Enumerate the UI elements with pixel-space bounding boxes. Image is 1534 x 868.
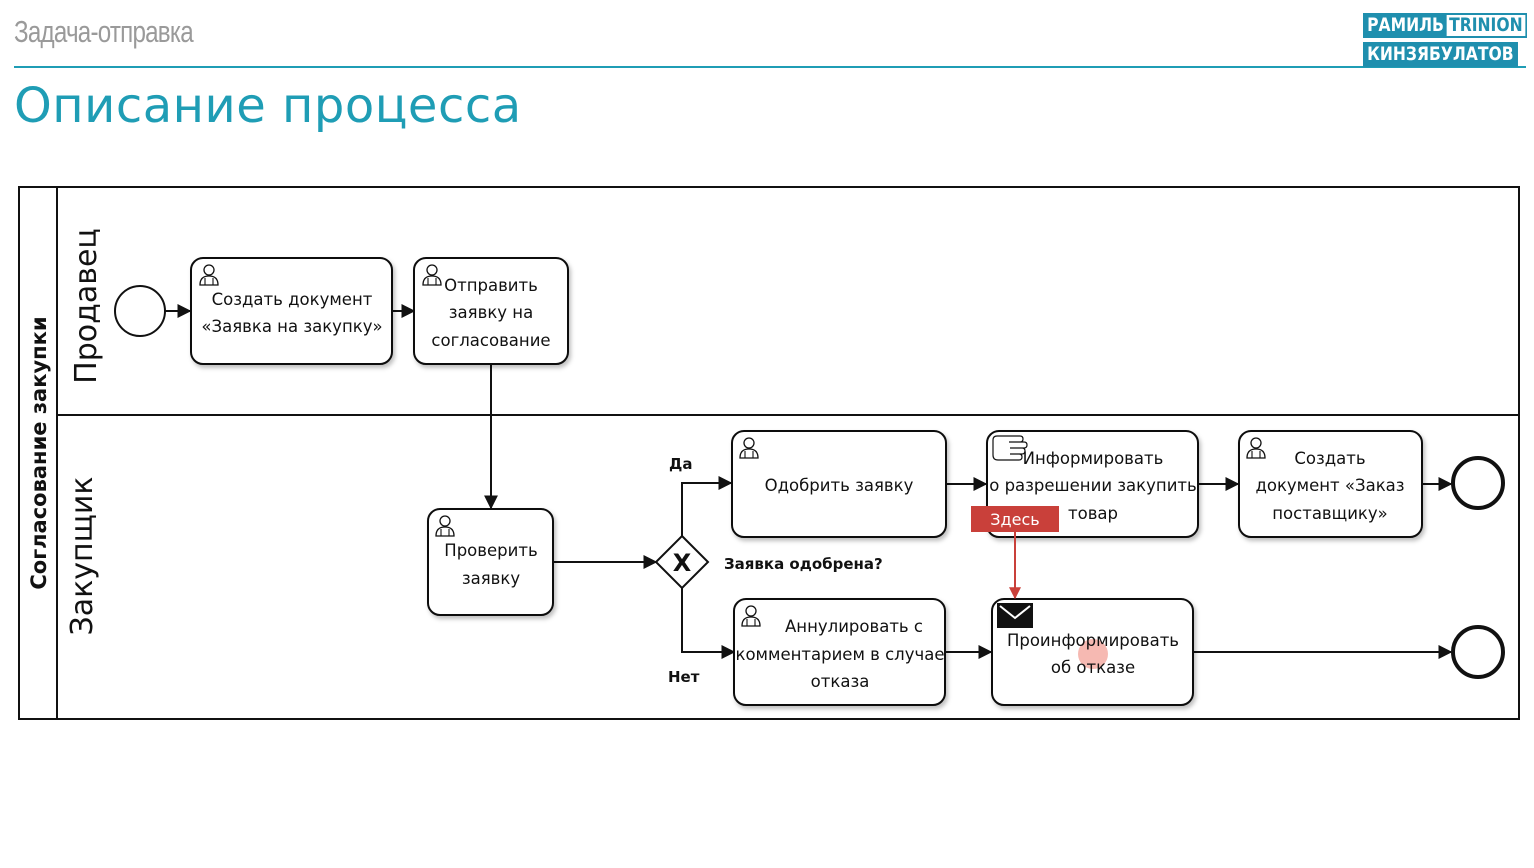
logo-line-1: РАМИЛЬ TRINION — [1363, 13, 1534, 38]
start-event — [114, 285, 166, 337]
logo-name: РАМИЛЬ — [1363, 13, 1449, 38]
end-event-rejected — [1451, 625, 1505, 679]
header-divider — [14, 66, 1526, 68]
svg-text:Одобрить заявку: Одобрить заявку — [765, 476, 914, 495]
logo-surname: КИНЗЯБУЛАТОВ — [1363, 42, 1518, 67]
end-event-approved — [1451, 456, 1505, 510]
svg-text:поставщику»: поставщику» — [1272, 504, 1388, 523]
task-check-request: Проверить заявку — [427, 508, 554, 616]
send-message-envelope-icon — [997, 603, 1033, 628]
gateway-question: Заявка одобрена? — [724, 555, 883, 573]
author-logo: РАМИЛЬ TRINION КИНЗЯБУЛАТОВ — [1363, 13, 1528, 67]
annotation-here: Здесь — [971, 506, 1059, 600]
slide-topic: Задача-отправка — [14, 14, 194, 49]
cursor-highlight — [1078, 639, 1108, 669]
svg-text:X: X — [673, 549, 692, 577]
svg-text:об отказе: об отказе — [1051, 658, 1135, 677]
task-create-request: Создать документ «Заявка на закупку» — [190, 257, 393, 365]
pool-label: Согласование закупки — [27, 316, 51, 589]
svg-text:Проверить: Проверить — [444, 541, 537, 560]
svg-text:о разрешении закупить: о разрешении закупить — [989, 476, 1197, 495]
manual-task-hand-icon — [992, 435, 1028, 461]
gateway-yes-label: Да — [669, 455, 692, 473]
svg-text:согласование: согласование — [431, 331, 550, 350]
svg-text:заявку: заявку — [462, 569, 521, 588]
svg-text:товар: товар — [1068, 504, 1118, 523]
svg-text:Проинформировать: Проинформировать — [1007, 631, 1179, 650]
task-create-supplier-order: Создать документ «Заказ поставщику» — [1238, 430, 1423, 538]
logo-line-2: КИНЗЯБУЛАТОВ — [1363, 42, 1534, 67]
lane-label-seller: Продавец — [69, 228, 104, 384]
task-cancel-with-comment: Аннулировать с комментарием в случае отк… — [733, 598, 946, 706]
task-inform-rejection: Проинформировать об отказе — [991, 598, 1194, 706]
task-send-for-approval: Отправить заявку на согласование — [413, 257, 569, 365]
task-approve-request: Одобрить заявку — [731, 430, 947, 538]
lane-label-buyer: Закупщик — [65, 477, 100, 636]
svg-text:«Заявка на закупку»: «Заявка на закупку» — [201, 317, 382, 336]
svg-text:документ «Заказ: документ «Заказ — [1255, 476, 1404, 495]
svg-text:Создать документ: Создать документ — [212, 290, 373, 309]
svg-text:Отправить: Отправить — [444, 276, 538, 295]
page-title: Описание процесса — [14, 78, 522, 134]
logo-brand: TRINION — [1444, 13, 1527, 38]
svg-text:комментарием в случае: комментарием в случае — [735, 645, 944, 664]
svg-text:отказа: отказа — [811, 672, 870, 691]
gateway-no-label: Нет — [668, 668, 700, 686]
svg-text:Информировать: Информировать — [1023, 449, 1164, 468]
exclusive-gateway: X — [654, 534, 710, 590]
svg-text:Аннулировать с: Аннулировать с — [785, 617, 923, 636]
svg-text:Здесь: Здесь — [990, 510, 1039, 529]
svg-text:заявку на: заявку на — [449, 303, 533, 322]
svg-text:Создать: Создать — [1294, 449, 1365, 468]
